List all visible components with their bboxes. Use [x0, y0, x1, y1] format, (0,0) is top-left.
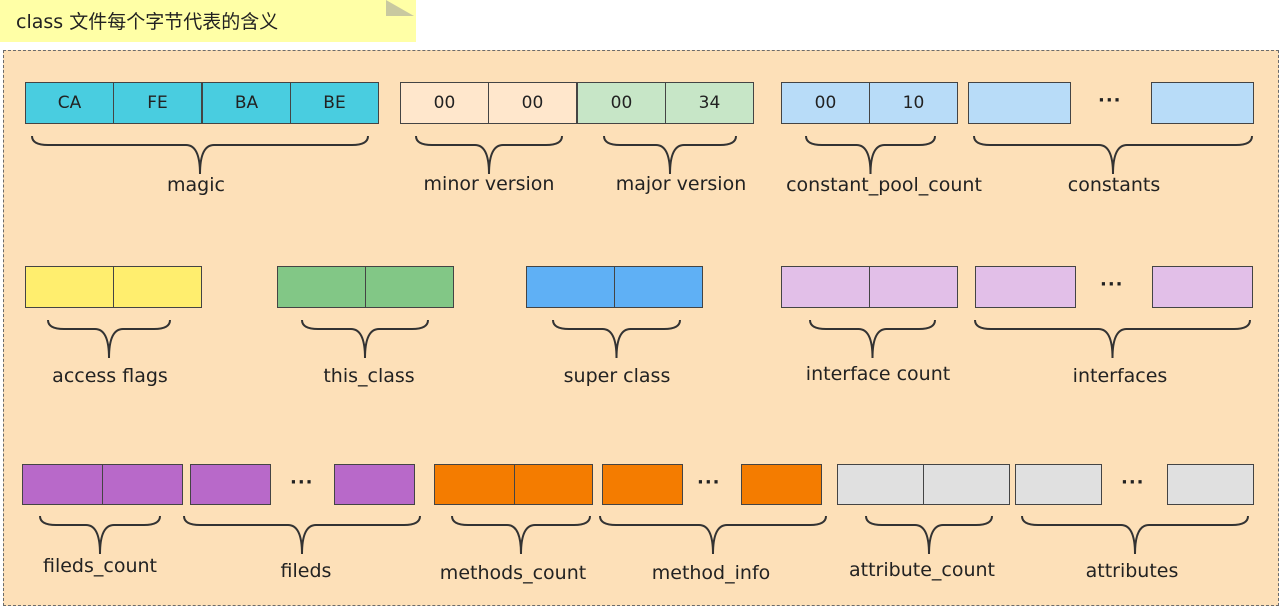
attributes-cell	[1015, 464, 1102, 505]
method-info-brace	[599, 515, 827, 555]
methods-count-label: methods_count	[439, 562, 587, 584]
interfaces-cell	[1152, 266, 1253, 308]
constants-cell	[968, 82, 1071, 124]
this-class-label: this_class	[323, 365, 415, 387]
interfaces-brace	[974, 319, 1251, 359]
super-class-brace	[552, 319, 681, 359]
super-class-byte	[614, 266, 703, 308]
magic-byte: CA	[25, 82, 114, 124]
minor-version-brace	[415, 135, 563, 175]
fileds-cell	[190, 464, 271, 505]
minor-version-byte: 00	[488, 82, 577, 124]
major-version-brace	[603, 135, 737, 175]
constants-ellipsis: ···	[1098, 90, 1122, 111]
this-class-byte	[365, 266, 454, 308]
magic-byte: FE	[113, 82, 202, 124]
fileds-ellipsis: ···	[290, 472, 314, 493]
fileds-label: fileds	[280, 560, 332, 582]
major-version-label: major version	[615, 173, 747, 195]
fileds-count-brace	[39, 515, 161, 555]
constant-pool-count-byte: 00	[781, 82, 870, 124]
constants-label: constants	[1067, 174, 1161, 196]
title-note: class 文件每个字节代表的含义	[0, 0, 416, 42]
super-class-byte	[526, 266, 615, 308]
method-info-cell	[741, 464, 822, 505]
major-version-byte: 34	[665, 82, 754, 124]
magic-byte: BA	[202, 82, 291, 124]
diagram-title: class 文件每个字节代表的含义	[16, 11, 279, 33]
interface-count-byte	[869, 266, 958, 308]
fileds-cell	[334, 464, 415, 505]
interfaces-ellipsis: ···	[1100, 274, 1124, 295]
fileds-count-label: fileds_count	[43, 555, 157, 577]
method-info-label: method_info	[651, 562, 771, 584]
super-class-label: super class	[563, 365, 671, 387]
interfaces-label: interfaces	[1072, 365, 1168, 387]
attributes-brace	[1021, 515, 1249, 555]
interface-count-label: interface count	[805, 363, 951, 385]
major-version-byte: 00	[577, 82, 666, 124]
methods-count-byte	[434, 464, 515, 505]
method-info-ellipsis: ···	[697, 472, 721, 493]
attribute-count-label: attribute_count	[849, 559, 995, 581]
magic-byte: BE	[290, 82, 379, 124]
interface-count-brace	[809, 319, 936, 359]
interface-count-byte	[781, 266, 870, 308]
minor-version-byte: 00	[400, 82, 489, 124]
access-flags-byte	[113, 266, 202, 308]
attribute-count-byte	[923, 464, 1010, 505]
fileds-count-byte	[22, 464, 103, 505]
constant-pool-count-brace	[805, 135, 936, 175]
constants-cell	[1151, 82, 1254, 124]
fileds-brace	[183, 515, 421, 555]
attribute-count-brace	[865, 515, 993, 555]
methods-count-byte	[514, 464, 593, 505]
method-info-cell	[602, 464, 683, 505]
attributes-ellipsis: ···	[1121, 472, 1145, 493]
access-flags-brace	[47, 319, 171, 359]
magic-brace	[31, 135, 369, 175]
this-class-brace	[301, 319, 429, 359]
interfaces-cell	[975, 266, 1076, 308]
attribute-count-byte	[837, 464, 924, 505]
minor-version-label: minor version	[423, 173, 555, 195]
fileds-count-byte	[102, 464, 183, 505]
this-class-byte	[277, 266, 366, 308]
constant-pool-count-byte: 10	[869, 82, 958, 124]
constants-brace	[973, 135, 1253, 175]
methods-count-brace	[451, 515, 591, 555]
attributes-label: attributes	[1085, 560, 1179, 582]
access-flags-byte	[25, 266, 114, 308]
attributes-cell	[1167, 464, 1254, 505]
access-flags-label: access flags	[52, 365, 168, 387]
magic-label: magic	[167, 174, 225, 196]
constant-pool-count-label: constant_pool_count	[786, 174, 982, 196]
note-fold-corner	[386, 0, 414, 16]
